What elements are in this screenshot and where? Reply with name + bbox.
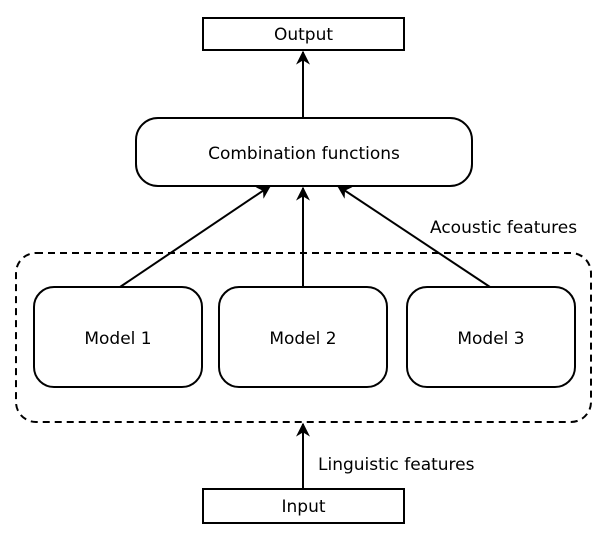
- output-node: Output: [202, 17, 405, 51]
- input-label: Input: [281, 497, 325, 517]
- model-2-node: Model 2: [218, 286, 388, 388]
- model-3-node: Model 3: [406, 286, 576, 388]
- models-container: [15, 252, 592, 423]
- linguistic-features-label: Linguistic features: [318, 455, 475, 475]
- output-label: Output: [274, 25, 333, 45]
- combination-functions-node: Combination functions: [135, 117, 473, 187]
- input-node: Input: [202, 488, 405, 524]
- model-1-label: Model 1: [84, 329, 151, 349]
- combination-functions-label: Combination functions: [208, 144, 400, 164]
- model-1-node: Model 1: [33, 286, 203, 388]
- model-2-label: Model 2: [269, 329, 336, 349]
- model-3-label: Model 3: [457, 329, 524, 349]
- arrow-model3-to-combination: [336, 185, 491, 288]
- acoustic-features-label: Acoustic features: [430, 218, 577, 238]
- arrow-model1-to-combination: [119, 185, 272, 288]
